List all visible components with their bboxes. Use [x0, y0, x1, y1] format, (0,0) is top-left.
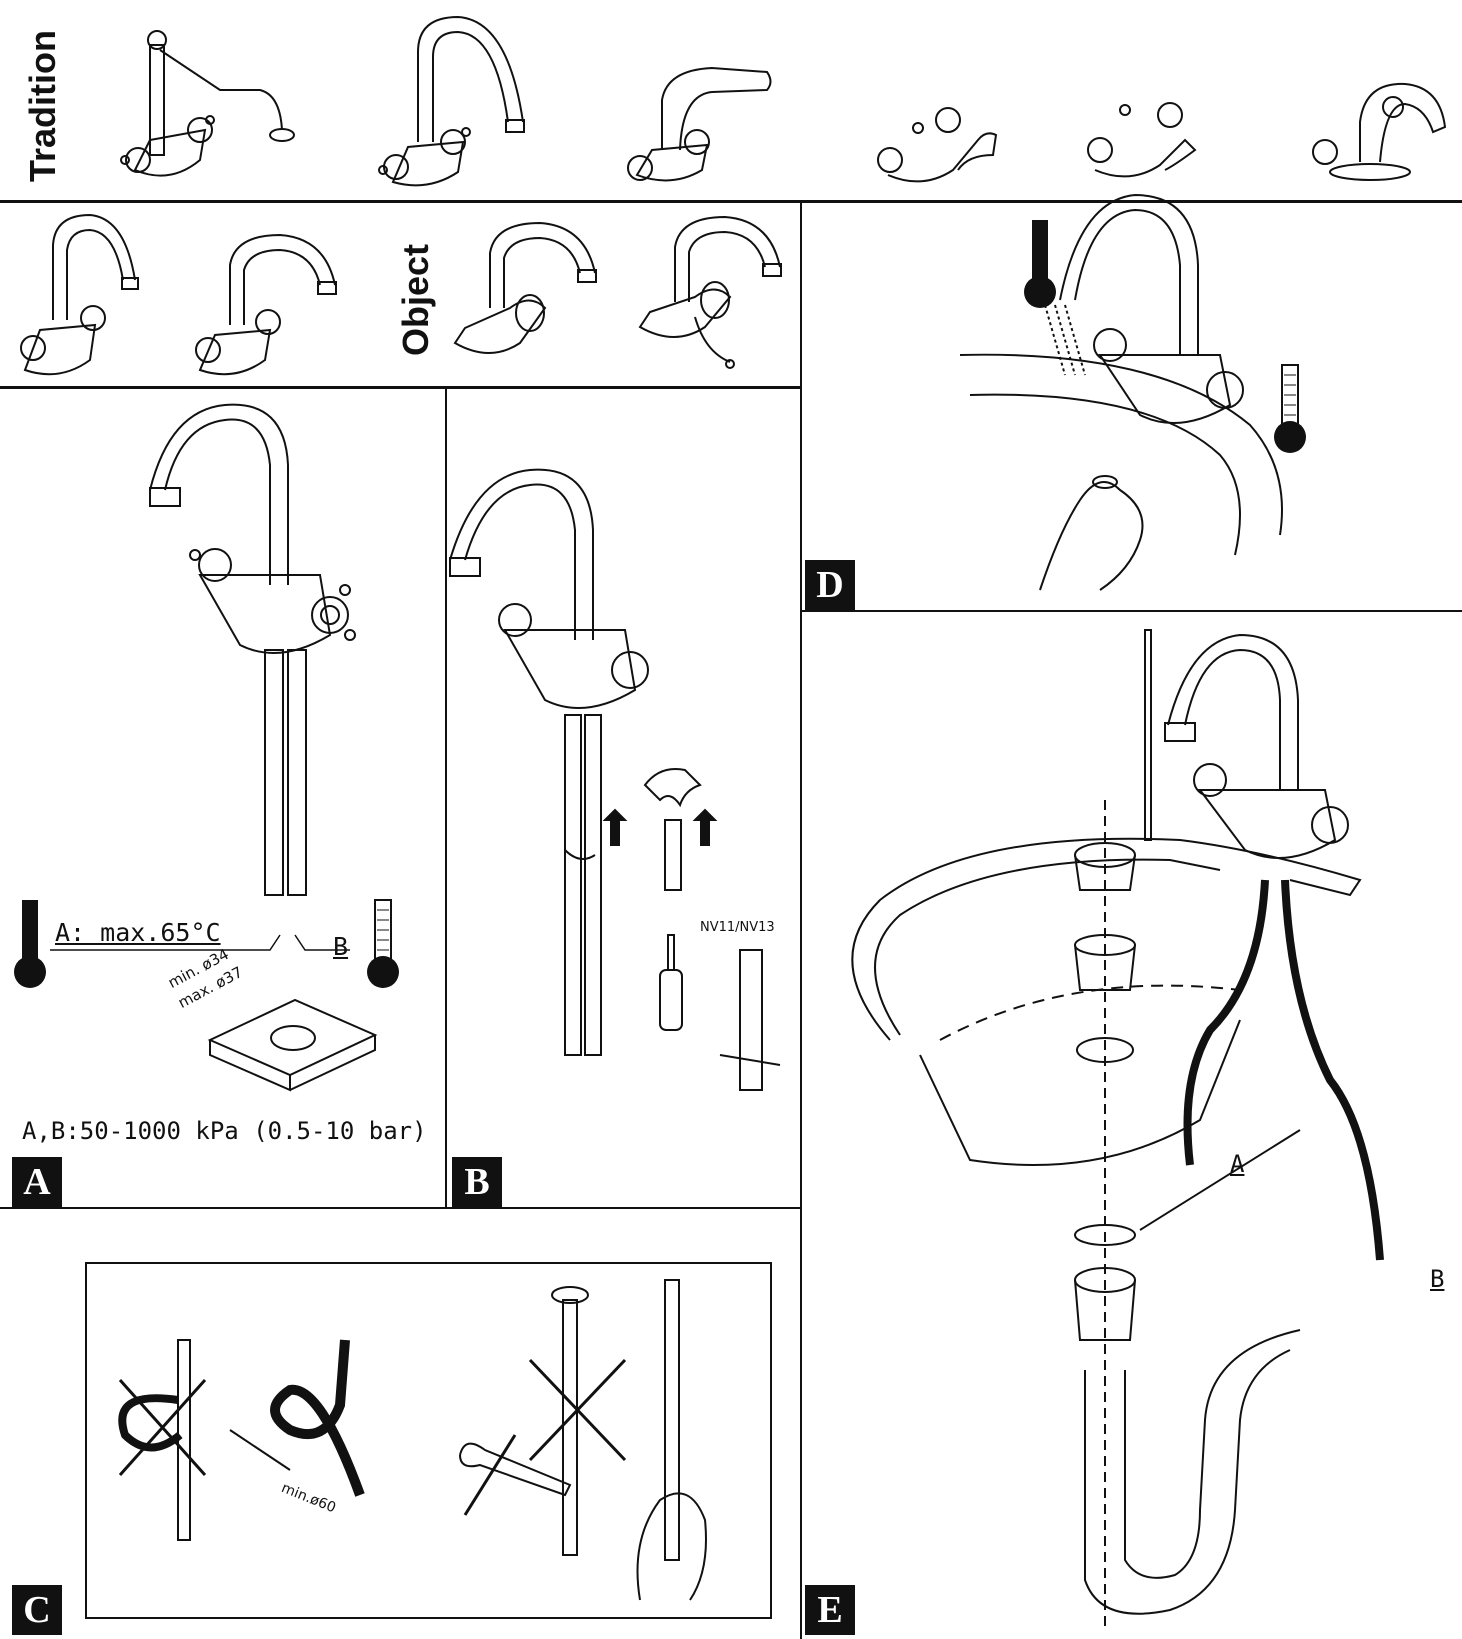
drain-assembly: [1060, 630, 1380, 1630]
faucet-thumb-8: [190, 230, 350, 380]
d-cold-thermometer-icon: [1274, 365, 1306, 453]
panel-d-faucet: [1040, 205, 1250, 445]
rule-top: [0, 200, 1462, 203]
panel-c-frame: [85, 1262, 772, 1619]
wrench-wrong: [455, 1430, 575, 1520]
rule-object-bottom: [0, 386, 800, 389]
tool-size-label: NV11/NV13: [700, 920, 775, 935]
faucet-thumb-2: [378, 12, 558, 192]
panel-e-hoses: [1180, 880, 1400, 1300]
hose-loop-right: [230, 1335, 390, 1515]
cold-thermometer-icon: [367, 900, 399, 988]
object-label: Object: [395, 243, 436, 356]
faucet-thumb-6: [1305, 72, 1455, 187]
faucet-thumb-7: [15, 210, 155, 380]
faucet-thumb-1: [110, 20, 310, 190]
panel-b-arrows: [560, 810, 710, 870]
e-b-label: B: [1430, 1265, 1445, 1293]
e-a-label: A: [1230, 1150, 1245, 1178]
panel-b-key-parts: [640, 760, 710, 1040]
d-hot-thermometer-icon: [1024, 220, 1056, 308]
faucet-thumb-3: [622, 60, 782, 190]
hose-loop-wrong: [110, 1340, 210, 1540]
b-connection-label: B: [333, 932, 349, 961]
panel-b-badge: B: [452, 1157, 502, 1207]
panel-a-faucet: [150, 405, 380, 905]
rule-d-bottom: [800, 610, 1462, 612]
mounting-plate: [205, 990, 380, 1100]
panel-e-badge: E: [805, 1585, 855, 1635]
hose-straight-right: [620, 1280, 730, 1610]
tradition-label: Tradition: [22, 30, 63, 182]
a-max-temp-label: A: max.65°C: [55, 918, 221, 947]
panel-b-faucet: [450, 470, 660, 1070]
faucet-thumb-5: [1075, 95, 1205, 185]
rule-vertical-main: [800, 200, 802, 1639]
hot-thermometer-icon: [14, 900, 46, 988]
panel-a-badge: A: [12, 1157, 62, 1207]
faucet-thumb-4: [868, 100, 1003, 190]
panel-c-badge: C: [12, 1585, 62, 1635]
hand-aerator: [1040, 470, 1170, 600]
wrench-tool: [720, 945, 780, 1095]
pressure-spec: A,B:50-1000 kPa (0.5-10 bar): [22, 1117, 427, 1145]
panel-e-faucet: [1160, 640, 1360, 880]
hose-twisted-wrong: [525, 1280, 635, 1560]
panel-d-badge: D: [805, 560, 855, 610]
rule-ab-bottom: [0, 1207, 800, 1209]
faucet-thumb-9: [450, 218, 610, 368]
panel-d-basin: [960, 355, 1300, 605]
faucet-thumb-10: [635, 212, 795, 377]
rule-ab-divider: [445, 389, 447, 1209]
panel-a-connectors: [50, 920, 380, 960]
